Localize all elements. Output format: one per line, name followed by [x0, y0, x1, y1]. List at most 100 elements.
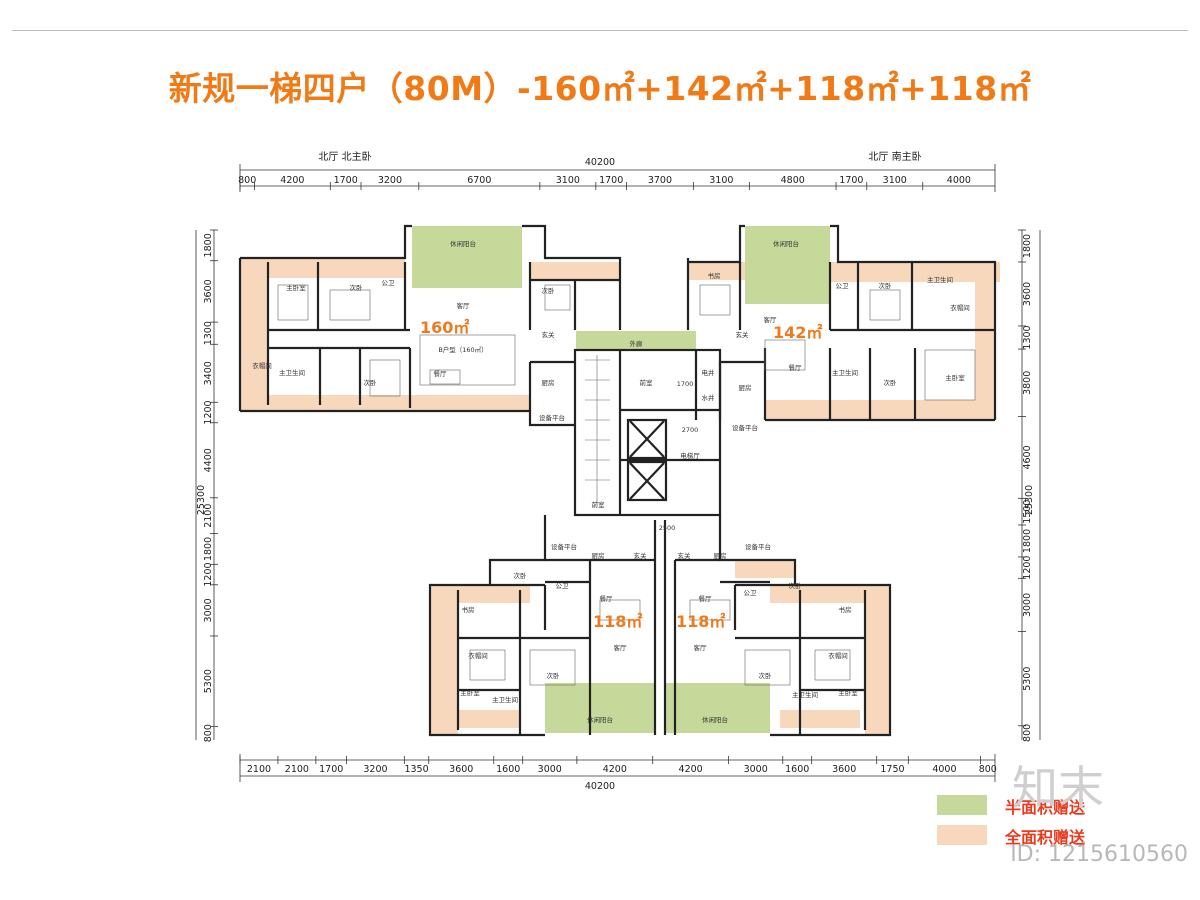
room-living-c: 客厅: [614, 643, 628, 652]
legend-label-full: 全面积赠送: [1005, 828, 1086, 847]
top-dims-label: 800: [238, 175, 256, 186]
room-dining-b: 餐厅: [789, 363, 803, 372]
room-public-wc-d: 公卫: [744, 589, 758, 597]
room-secondary-b: 次卧: [879, 281, 893, 290]
right-segment-dims: 1800360013003800460015001800120030005300…: [1018, 229, 1033, 742]
bottom-dims-label: 1700: [319, 764, 343, 775]
right-dims-label: 5300: [1022, 667, 1033, 691]
unit-area-b: 142㎡: [773, 323, 822, 342]
room-dining-a: 餐厅: [434, 369, 448, 378]
room-public-wc-c: 公卫: [556, 582, 570, 590]
legend-swatch-half: [937, 795, 987, 815]
room-secondary-b2: 次卧: [884, 378, 898, 387]
right-dims-label: 1800: [1022, 234, 1033, 258]
top-dims-label: 4800: [781, 175, 805, 186]
room-secondary-a3: 次卧: [364, 378, 378, 387]
left-dims-label: 3600: [203, 279, 214, 303]
bottom-dims-label: 2100: [247, 764, 271, 775]
bottom-dims-label: 1600: [496, 764, 520, 775]
room-public-wc-b: 公卫: [836, 282, 850, 290]
room-kitchen-c: 厨房: [592, 551, 605, 560]
unit-area-d: 118㎡: [676, 612, 725, 631]
left-dims-label: 1200: [203, 400, 214, 424]
room-secondary-d: 次卧: [789, 581, 803, 590]
room-kitchen-b: 厨房: [739, 383, 752, 392]
room-secondary-c: 次卧: [514, 571, 528, 580]
top-dims-label: 1700: [334, 175, 358, 186]
unit-area-c: 118㎡: [593, 612, 642, 631]
bottom-dims-label: 2100: [285, 764, 309, 775]
core-well: 电井: [702, 368, 716, 377]
right-dims-label: 3000: [1022, 593, 1033, 617]
left-dims-label: 3400: [203, 361, 214, 385]
core-front-room-2: 前室: [592, 500, 606, 509]
room-master-wc-c: 主卫生间: [492, 695, 518, 704]
bottom-dims-label: 4000: [932, 764, 956, 775]
right-dims-label: 3600: [1022, 282, 1033, 306]
left-total-dim: 25300: [196, 485, 207, 515]
bottom-dims-label: 3000: [538, 764, 562, 775]
room-public-wc-a: 公卫: [382, 279, 396, 287]
room-master-a: 主卧室: [286, 283, 306, 292]
top-dims-label: 6700: [467, 175, 491, 186]
room-equipment-a: 设备平台: [539, 413, 565, 422]
right-total-dim: 25300: [1024, 485, 1035, 515]
left-dims-label: 4400: [203, 448, 214, 472]
room-living-d: 客厅: [694, 643, 708, 652]
left-segment-dims: 1800360013003400120044002100180012003000…: [203, 229, 218, 742]
top-dims-label: 4200: [280, 175, 304, 186]
room-secondary-a2: 次卧: [542, 286, 556, 295]
side-dimensions: [195, 230, 1041, 740]
top-dims-label: 4000: [947, 175, 971, 186]
room-master-wc-b: 主卫生间: [927, 275, 953, 284]
room-balcony-d: 休闲阳台: [702, 715, 728, 724]
room-entry-b: 玄关: [736, 330, 750, 339]
room-study-d: 书房: [839, 605, 852, 614]
room-kitchen-a: 厨房: [542, 378, 555, 387]
room-cloak-c: 衣帽间: [468, 651, 488, 660]
room-cloak-a: 衣帽间: [252, 361, 272, 370]
unit-area-a: 160㎡: [420, 318, 469, 337]
bottom-dims-label: 4200: [603, 764, 627, 775]
room-dining-c: 餐厅: [600, 594, 614, 603]
bottom-dims-label: 1600: [785, 764, 809, 775]
core-lobby: 电梯厅: [680, 451, 700, 460]
bottom-dims-label: 3600: [832, 764, 856, 775]
room-master-wc-b2: 主卫生间: [832, 368, 858, 377]
room-equipment-d: 设备平台: [745, 542, 771, 551]
room-entry-d: 玄关: [678, 551, 692, 560]
core-outer-hall: 外廊: [630, 339, 644, 348]
core-water: 水井: [702, 393, 716, 402]
watermark-id: ID: 1215610560: [1010, 842, 1188, 867]
right-dims-label: 1300: [1022, 325, 1033, 349]
legend-label-half: 半面积赠送: [1005, 798, 1086, 817]
room-type-label: B户型（160㎡）: [438, 345, 487, 354]
room-balcony-c: 休闲阳台: [587, 715, 613, 724]
room-master-wc-a: 主卫生间: [279, 368, 305, 377]
bottom-dims-label: 1750: [880, 764, 904, 775]
walls: [238, 224, 997, 737]
right-dims-label: 3800: [1022, 371, 1033, 395]
watermark-logo: 知末: [1012, 761, 1104, 815]
top-dims-label: 1700: [599, 175, 623, 186]
right-dims-label: 800: [1022, 724, 1033, 742]
legend-swatch-full: [937, 825, 987, 845]
room-master-d: 主卧室: [838, 688, 858, 697]
room-secondary-d2: 次卧: [759, 671, 773, 680]
top-dims-label: 3700: [648, 175, 672, 186]
room-labels: 休闲阳台 休闲阳台 主卧室 次卧 公卫 客厅 次卧 玄关 B户型（160㎡） 餐…: [252, 239, 970, 724]
room-entry-a: 玄关: [542, 330, 556, 339]
room-equipment-c: 设备平台: [551, 542, 577, 551]
bottom-dims-label: 3600: [449, 764, 473, 775]
top-dims-label: 3200: [378, 175, 402, 186]
top-rule: [12, 30, 1188, 31]
bottom-dims-label: 4200: [679, 764, 703, 775]
room-living-a: 客厅: [457, 301, 471, 310]
bottom-dims-label: 3000: [744, 764, 768, 775]
right-dims-label: 1500: [1022, 500, 1033, 524]
core-front-room: 前室: [640, 378, 654, 387]
left-dims-label: 800: [203, 724, 214, 742]
top-label-right: 北厅 南主卧: [868, 150, 921, 163]
room-equipment-b: 设备平台: [732, 423, 758, 432]
